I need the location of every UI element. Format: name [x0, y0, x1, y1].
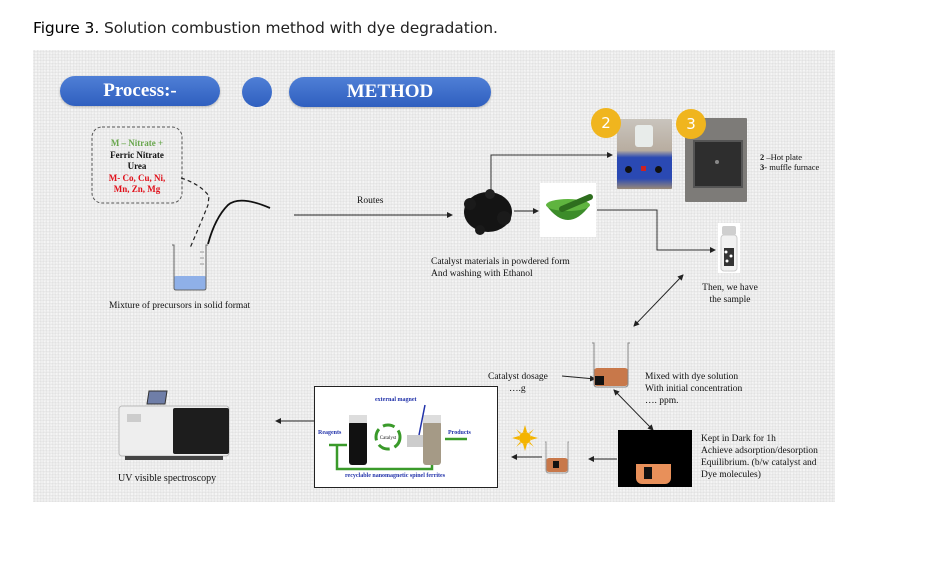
pipe-curve — [207, 199, 271, 245]
dashed-pour-line — [180, 177, 210, 249]
sample-label-1: Then, we have — [702, 283, 758, 293]
products-label: Products — [448, 430, 471, 436]
mixed-label-3: …. ppm. — [645, 396, 679, 406]
mixed-label-2: With initial concentration — [645, 384, 743, 394]
figure-label: Figure 3. — [33, 19, 100, 37]
catalyst-label-1: Catalyst materials in powdered form — [431, 257, 570, 267]
sun-icon — [512, 425, 538, 451]
furnace-badge: 3 — [676, 109, 706, 139]
connector-dot — [242, 77, 272, 107]
dosage-arrow — [561, 375, 596, 382]
sample-beaker-double-arrow — [633, 274, 684, 327]
furnace-handle — [715, 160, 719, 164]
figure-caption-text: Solution combustion method with dye degr… — [99, 19, 498, 37]
hot-plate-knob-left — [625, 166, 632, 173]
uv-label: UV visible spectroscopy — [118, 473, 217, 484]
sample-vial-icon — [720, 226, 738, 272]
product-vial — [423, 421, 441, 465]
reagents-label: Reagents — [318, 430, 342, 436]
reagent-vial — [349, 421, 367, 465]
method-label: METHOD — [346, 81, 434, 102]
figure-caption: Figure 3. Solution combustion method wit… — [33, 19, 498, 37]
mortar-pestle-icon — [546, 194, 593, 220]
beaker-dark-double-arrow — [613, 389, 654, 431]
dark-beaker-catalyst — [644, 467, 652, 479]
light-beaker-icon — [545, 441, 569, 474]
sample-label-2: the sample — [709, 295, 751, 305]
dye-beaker-icon — [592, 342, 630, 388]
process-pill: Process:- — [60, 76, 220, 106]
recycle-inset: external magnet Reagents Products recycl… — [314, 386, 498, 488]
dark-beaker — [636, 464, 671, 484]
dark-label-3: Equilibrium. (b/w catalyst and — [701, 458, 817, 468]
dosage-label-2: ….g — [509, 384, 526, 394]
hot-plate-switch — [641, 166, 646, 171]
sample-vial — [718, 223, 740, 273]
equipment-legend-furnace: 3- muffle furnace — [760, 162, 820, 172]
sample-arrow — [597, 209, 716, 253]
recyclable-label: recyclable nanomagnetic spinel ferrites — [345, 473, 446, 479]
precursor-beaker-icon — [172, 244, 208, 291]
routes-label: Routes — [357, 196, 384, 206]
precursor-line-5: Mn, Zn, Mg — [113, 184, 161, 194]
precursor-text: M – Nitrate + Ferric Nitrate Urea M- Co,… — [92, 138, 182, 196]
catalyst-powder-icon — [464, 189, 512, 235]
precursor-box-border — [91, 126, 183, 204]
recycle-graphic: Catalyst — [329, 404, 467, 471]
mixed-label-1: Mixed with dye solution — [645, 372, 739, 382]
process-label: Process:- — [103, 80, 177, 101]
equipment-legend: 2 –Hot plate 3- muffle furnace — [760, 152, 819, 172]
mortar-photo — [540, 183, 596, 237]
dark-box — [618, 430, 692, 487]
method-pill: METHOD — [289, 77, 491, 107]
precursor-line-1: M – Nitrate + — [110, 138, 164, 148]
dark-label-4: Dye molecules) — [701, 470, 761, 480]
hot-plate-knob-right — [655, 166, 662, 173]
precursor-line-4: M- Co, Cu, Ni, — [108, 172, 166, 183]
mixed-label: Mixed with dye solution With initial con… — [645, 371, 742, 407]
precursor-line-2: Ferric Nitrate — [110, 149, 164, 160]
equipment-legend-hot-plate: 2 –Hot plate — [760, 152, 803, 162]
dosage-label-1: Catalyst dosage — [488, 372, 548, 382]
hot-plate-badge: 2 — [591, 108, 621, 138]
catalyst-label-2: And washing with Ethanol — [431, 269, 533, 279]
external-magnet-label: external magnet — [375, 397, 417, 403]
catalyst-cycle-label: Catalyst — [380, 436, 397, 441]
catalyst-cycle-icon — [374, 423, 402, 451]
hot-plate-arrow — [490, 152, 613, 194]
furnace-door — [693, 140, 743, 188]
sample-label: Then, we have the sample — [690, 282, 770, 306]
dark-label-2: Achieve adsorption/desorption — [701, 446, 818, 456]
precursor-line-3: Urea — [127, 161, 147, 171]
uv-spectrometer-icon — [118, 390, 230, 460]
magnet-block — [407, 435, 423, 447]
hot-plate-photo — [617, 119, 672, 189]
mixture-label: Mixture of precursors in solid format — [109, 301, 251, 311]
dark-label: Kept in Dark for 1h Achieve adsorption/d… — [701, 433, 818, 481]
hot-plate-vessel — [635, 125, 653, 147]
dark-label-1: Kept in Dark for 1h — [701, 434, 776, 444]
